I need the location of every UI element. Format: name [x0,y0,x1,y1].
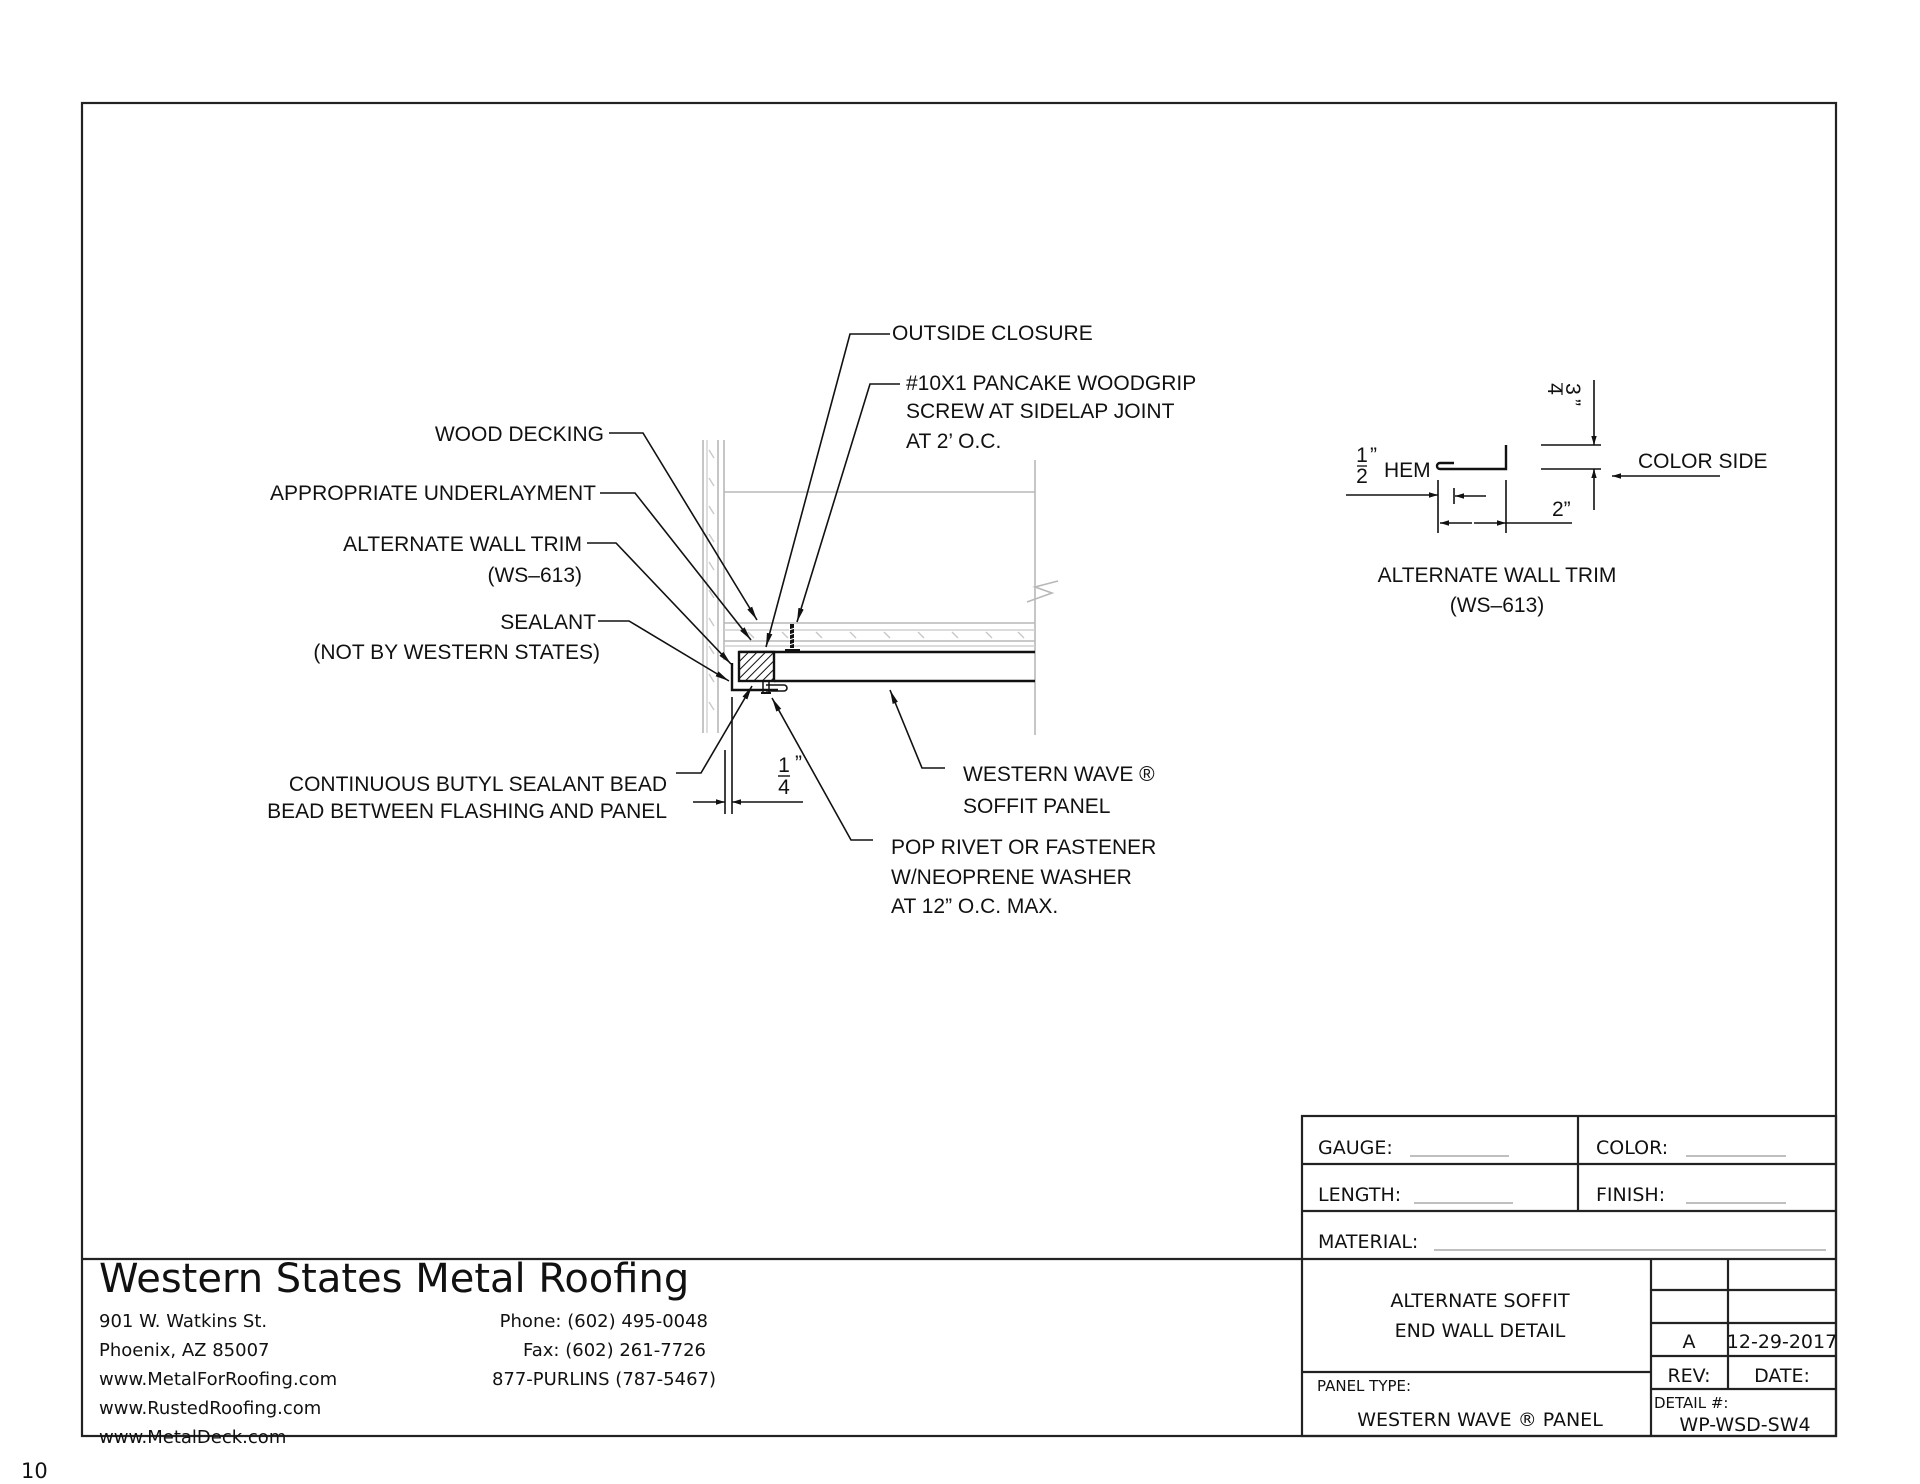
hem-num: 1 [1356,444,1368,467]
material-label: MATERIAL: [1318,1231,1418,1253]
trim-profile [1440,445,1508,471]
page-number: 10 [21,1459,48,1483]
label-underlayment: APPROPRIATE UNDERLAYMENT [270,482,596,505]
leader-lines [587,333,945,841]
label-screw-1: #10X1 PANCAKE WOODGRIP [906,372,1196,395]
hem-label: HEM [1384,459,1431,482]
quarter-inch-dimension: 1 4 ” [693,697,803,814]
address-line-2: Phoenix, AZ 85007 [99,1340,269,1361]
rev-value: A [1683,1331,1696,1353]
wood-decking [724,622,1035,647]
drawing-title-2: END WALL DETAIL [1395,1320,1566,1342]
label-pop-rivet-2: W/NEOPRENE WASHER [891,866,1132,889]
phone: Phone: (602) 495-0048 [500,1311,708,1332]
label-soffit-panel-2: SOFFIT PANEL [963,795,1110,818]
pop-rivet [761,681,771,694]
color-label: COLOR: [1596,1137,1668,1159]
detail-number: WP-WSD-SW4 [1679,1414,1810,1436]
screw-icon [785,624,800,652]
toll-free: 877-PURLINS (787-5467) [492,1369,716,1390]
title-block: GAUGE: COLOR: LENGTH: FINISH: MATERIAL: … [82,1114,1837,1438]
website-rustedroofing[interactable]: www.RustedRoofing.com [99,1398,321,1419]
dim-quarter-unit: ” [795,752,802,775]
company-block: Western States Metal Roofing 901 W. Watk… [99,1256,716,1448]
label-pop-rivet-1: POP RIVET OR FASTENER [891,836,1156,859]
width-dim: 2” [1552,498,1571,521]
trim-title-2: (WS–613) [1450,594,1545,617]
label-butyl-1: CONTINUOUS BUTYL SEALANT BEAD [289,773,667,796]
label-butyl-2: BEAD BETWEEN FLASHING AND PANEL [267,800,667,823]
label-wood-decking: WOOD DECKING [435,423,604,446]
label-soffit-panel-1: WESTERN WAVE ® [963,763,1155,786]
website-metalforroofing[interactable]: www.MetalForRoofing.com [99,1369,337,1390]
color-side-label: COLOR SIDE [1638,450,1768,473]
panel-type-label: PANEL TYPE: [1317,1377,1411,1395]
address-line-1: 901 W. Watkins St. [99,1311,267,1332]
website-metaldeck[interactable]: www.MetalDeck.com [99,1427,286,1448]
height-dim-fraction: 3 4 ” [1543,383,1584,406]
drawing-title-1: ALTERNATE SOFFIT [1390,1290,1570,1312]
wall-section [702,440,725,733]
hem-den: 2 [1356,465,1368,488]
height-dim-num: 3 [1561,383,1584,395]
trim-title-1: ALTERNATE WALL TRIM [1378,564,1617,587]
label-screw-3: AT 2’ O.C. [906,430,1001,453]
dim-quarter-den: 4 [778,776,790,799]
trim-detail: 1 2 ” HEM 2” 3 4 ” COLOR SIDE ALTERNATE … [1346,380,1768,617]
panel-type-value: WESTERN WAVE ® PANEL [1357,1409,1603,1431]
label-wall-trim-1: ALTERNATE WALL TRIM [343,533,582,556]
rev-label: REV: [1667,1365,1710,1387]
fax: Fax: (602) 261-7726 [523,1340,706,1361]
dim-quarter-num: 1 [778,754,790,777]
trim-hem-profile [1435,461,1454,471]
main-detail: 1 4 ” OUTSIDE CLOSURE #10X1 PANCAKE WOOD… [267,322,1196,918]
break-line [1026,580,1059,603]
label-pop-rivet-3: AT 12” O.C. MAX. [891,895,1058,918]
company-name: Western States Metal Roofing [99,1256,689,1302]
label-screw-2: SCREW AT SIDELAP JOINT [906,400,1175,423]
date-value: 12-29-2017 [1727,1331,1837,1353]
outside-closure [737,650,776,683]
height-dim-unit: ” [1561,399,1584,406]
label-wall-trim-2: (WS–613) [487,564,582,587]
length-label: LENGTH: [1318,1184,1401,1206]
detail-label: DETAIL #: [1654,1394,1728,1412]
finish-label: FINISH: [1596,1184,1665,1206]
gauge-label: GAUGE: [1318,1137,1393,1159]
date-label: DATE: [1754,1365,1810,1387]
trim-hem [766,684,788,692]
sheet-border [80,101,1838,1438]
height-dim-den: 4 [1543,383,1566,395]
label-sealant-2: (NOT BY WESTERN STATES) [313,641,600,664]
label-sealant-1: SEALANT [500,611,596,634]
label-outside-closure: OUTSIDE CLOSURE [892,322,1093,345]
hem-unit: ” [1370,444,1377,467]
